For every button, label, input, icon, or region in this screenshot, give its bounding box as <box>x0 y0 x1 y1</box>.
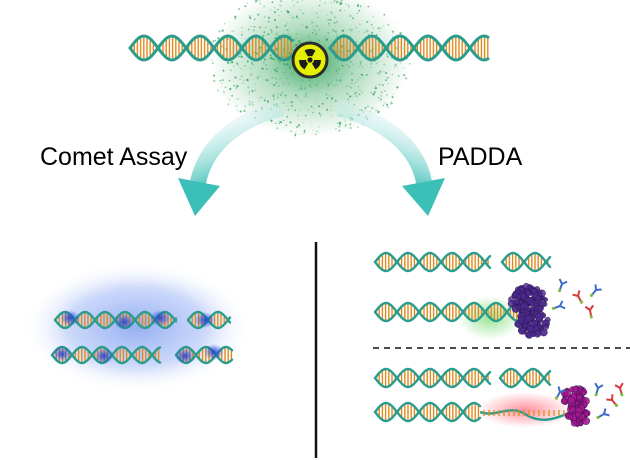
dna-fragment-padda-2 <box>373 301 522 323</box>
dna-fragment-padda-1b <box>500 251 552 273</box>
dna-fragment-padda-4 <box>373 401 576 423</box>
padda-panel <box>373 251 630 428</box>
protein-complex-purple <box>507 282 551 339</box>
arrow-to-comet-assay <box>178 100 285 216</box>
antibody-cluster-bottom <box>554 382 624 420</box>
arrow-to-padda <box>335 100 445 216</box>
protein-complex-magenta <box>560 385 591 428</box>
dna-strand-top-right <box>328 34 490 62</box>
radiation-hazard-icon <box>291 41 329 79</box>
padda-label: PADDA <box>438 143 523 171</box>
dna-fragment-padda-3 <box>373 367 492 389</box>
comet-assay-panel <box>22 262 252 392</box>
damage-blobs <box>52 310 224 364</box>
comet-assay-label: Comet Assay <box>40 143 188 171</box>
dna-fragment-padda-3b <box>498 367 552 389</box>
antibody-cluster-top <box>551 278 602 319</box>
dna-strand-top-left <box>128 34 294 62</box>
dna-fragment-padda-1 <box>373 251 492 273</box>
